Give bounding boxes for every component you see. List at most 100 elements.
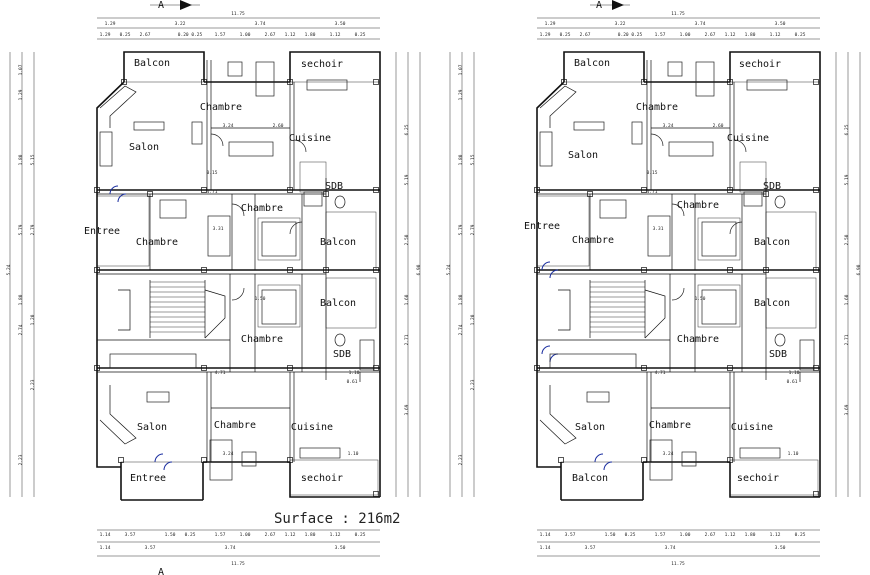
door-swing [594, 453, 604, 463]
furniture [99, 61, 375, 481]
structural-column [534, 365, 540, 371]
inner-dim: 0.61 [787, 379, 798, 385]
bathtub [799, 339, 815, 371]
bottom-sub-dim: 3.57 [585, 545, 596, 551]
furniture [539, 61, 815, 481]
desk-chair [241, 451, 257, 467]
sofa [99, 131, 113, 167]
top-dim: 3.50 [335, 21, 346, 27]
room-label-sdb-1: SDB [763, 181, 781, 192]
bottom-dim: 1.12 [330, 532, 341, 538]
inner-dim: 0.61 [347, 379, 358, 385]
stair-landing [644, 289, 666, 339]
top-sub-dim: 1.80 [745, 32, 756, 38]
inner-dim: 3.24 [663, 451, 674, 457]
structural-column [587, 191, 593, 197]
structural-column [763, 191, 769, 197]
inner-dim: 3.31 [213, 226, 224, 232]
left-dim: 5.15 [30, 154, 36, 165]
bottom-dim: 2.67 [265, 532, 276, 538]
top-dim: 3.22 [615, 21, 626, 27]
top-sub-dim: 2.67 [265, 32, 276, 38]
right-dim: 3.69 [844, 404, 850, 415]
structural-column [94, 267, 100, 273]
bathtub [359, 339, 375, 371]
structural-column [201, 79, 207, 85]
door-swing [671, 287, 685, 301]
top-sub-dim: 1.12 [725, 32, 736, 38]
left-dim: 1.20 [470, 314, 476, 325]
top-sub-dim: 2.67 [705, 32, 716, 38]
room-label-sdb-2: SDB [769, 349, 787, 360]
room-label-salon-2: Salon [575, 422, 605, 433]
door-swing [603, 461, 613, 471]
door-swing [549, 353, 559, 363]
bed [695, 61, 715, 97]
structural-column [641, 365, 647, 371]
desk-chair [681, 451, 697, 467]
left-dim: 1.29 [18, 89, 24, 100]
bottom-sub-dim: 3.74 [665, 545, 676, 551]
inner-dim: 4.71 [647, 189, 658, 195]
left-dim: 1.80 [458, 294, 464, 305]
bottom-dim: 1.80 [305, 532, 316, 538]
top-sub-dim: 2.67 [580, 32, 591, 38]
door-swing [650, 133, 664, 147]
room-label-sdb-2: SDB [333, 349, 351, 360]
bath-tiles [697, 217, 741, 261]
top-dim: 3.50 [775, 21, 786, 27]
structural-column [201, 187, 207, 193]
bottom-dim: 2.67 [705, 532, 716, 538]
right-dim: 6.90 [856, 264, 862, 275]
bottom-dim: 1.50 [165, 532, 176, 538]
structural-column [118, 457, 124, 463]
double-bed [261, 221, 297, 257]
wall-balcony [563, 51, 645, 82]
left-dim: 1.80 [18, 294, 24, 305]
bottom-dim: 1.14 [540, 532, 551, 538]
bottom-sub-dim: 3.74 [225, 545, 236, 551]
left-dim: 1.07 [18, 64, 24, 75]
door-swing [549, 269, 559, 279]
left-dim: 1.07 [458, 64, 464, 75]
room-label-chambre-1: Chambre [636, 102, 678, 113]
room-label-chambre-5: Chambre [649, 420, 691, 431]
top-sub-dim: 1.57 [215, 32, 226, 38]
wall-left [536, 81, 565, 468]
structural-column [373, 365, 379, 371]
door-swing [231, 287, 245, 301]
bottom-dim: 1.12 [285, 532, 296, 538]
bottom-sub-dim: 3.50 [335, 545, 346, 551]
bottom-dim: 1.00 [240, 532, 251, 538]
bottom-dim: 0.25 [185, 532, 196, 538]
structural-column [641, 79, 647, 85]
right-dim: 6.25 [844, 124, 850, 135]
left-dim: 1.20 [30, 314, 36, 325]
top-sub-dim: 0.25 [795, 32, 806, 38]
toilet [334, 195, 346, 209]
inner-dim: 0.15 [207, 170, 218, 176]
section-marker-label: A [596, 0, 602, 11]
structural-column [763, 267, 769, 273]
bottom-sub-dim: 3.57 [145, 545, 156, 551]
left-dim: 1.80 [458, 154, 464, 165]
toilet [774, 333, 786, 347]
stair-rail [118, 289, 131, 331]
left-dim: 5.79 [18, 224, 24, 235]
right-dim: 6.90 [416, 264, 422, 275]
structural-column [94, 365, 100, 371]
door-swing [163, 461, 173, 471]
structural-column [641, 187, 647, 193]
stair-landing [204, 289, 226, 339]
room-label-balcon-top: Balcon [574, 58, 610, 69]
door-swing [729, 221, 743, 235]
bay-window [99, 85, 137, 128]
right-dim: 2.71 [404, 334, 410, 345]
floor-plan-left: BalconChambresechoirSalonCuisineSDBEntre… [6, 11, 422, 567]
door-swing [541, 261, 551, 271]
left-dim: 5.24 [446, 264, 452, 275]
wall-bottom [289, 462, 380, 498]
toilet [774, 195, 786, 209]
bottom-dim: 1.00 [680, 532, 691, 538]
wall-sechoir [289, 51, 381, 82]
